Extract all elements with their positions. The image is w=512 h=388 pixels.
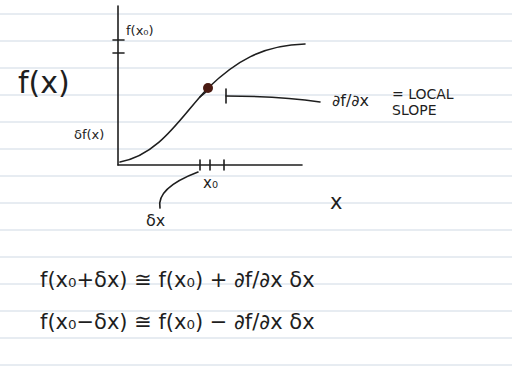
paper-rule [0, 14, 512, 15]
paper-rules [0, 14, 512, 365]
formula-text: f(x₀−δx) ≅ f(x₀) − ∂f/∂x δx [40, 310, 315, 334]
axis-label: f(x) [18, 66, 70, 101]
tick-label: f(x₀) [126, 24, 154, 39]
tick-label: δx [146, 212, 165, 230]
paper-rule [0, 365, 512, 366]
tick-label: δf(x) [74, 128, 104, 143]
slope-mark [200, 92, 206, 97]
paper-rule [0, 68, 512, 69]
y-axis [117, 6, 119, 165]
tick-label: x₀ [203, 175, 218, 192]
paper-rule [0, 257, 512, 258]
axis-tick [223, 160, 225, 170]
axis-label: x [330, 190, 342, 214]
note-text: = LOCAL SLOPE [392, 86, 462, 118]
axis-tick [199, 160, 201, 170]
paper-rule [0, 122, 512, 123]
axis-tick [209, 160, 211, 170]
axis-tick [113, 39, 124, 41]
axis-tick [113, 52, 124, 54]
paper-rule [0, 230, 512, 231]
function-curve [120, 44, 305, 162]
plot [113, 6, 320, 208]
point-marker [203, 83, 213, 93]
derivative-label: ∂f/∂x [332, 92, 369, 110]
leader-line [226, 96, 320, 102]
paper-rule [0, 338, 512, 339]
formula-text: f(x₀+δx) ≅ f(x₀) + ∂f/∂x δx [40, 268, 315, 292]
paper-rule [0, 149, 512, 150]
paper-rule [0, 203, 512, 204]
leader-line [160, 172, 198, 208]
paper-rule [0, 41, 512, 42]
paper-rule [0, 176, 512, 177]
